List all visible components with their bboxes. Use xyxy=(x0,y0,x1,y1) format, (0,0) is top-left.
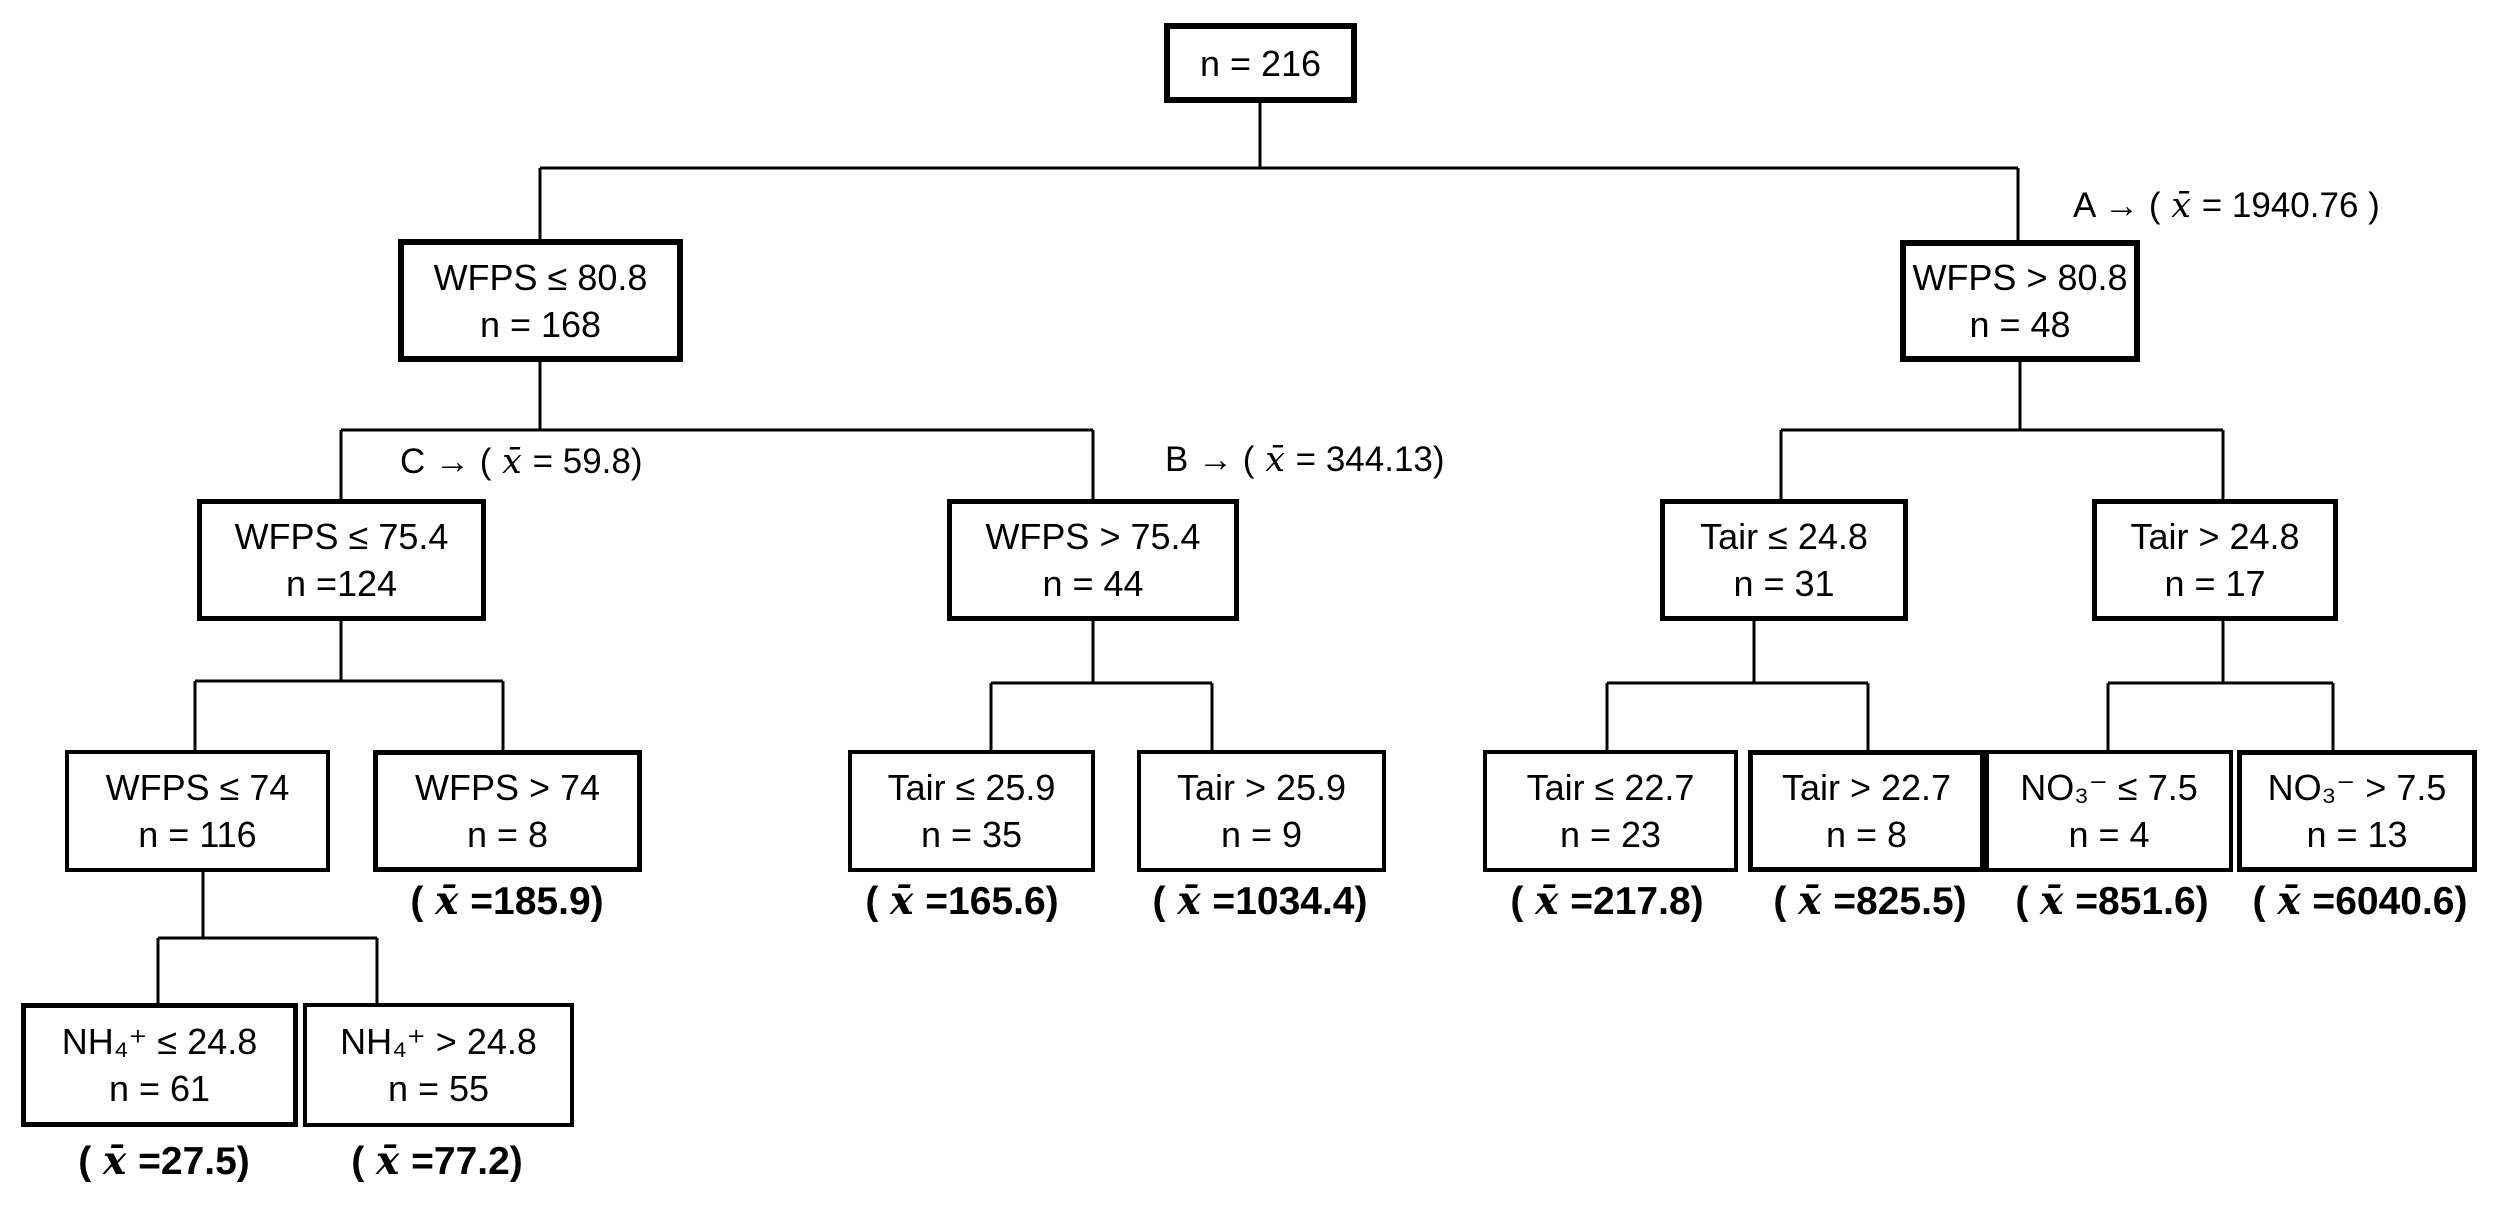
tree-node-wfps-le-75-4: WFPS ≤ 75.4 n =124 xyxy=(197,499,486,621)
mean-label-nh4-le-24-8: ( x̄ =27.5) xyxy=(78,1138,250,1184)
tree-node-nh4-gt-24-8: NH₄⁺ > 24.8 n = 55 xyxy=(303,1003,574,1127)
mean-label-tair-gt-25-9: ( x̄ =1034.4) xyxy=(1152,878,1368,924)
tree-node-tair-gt-22-7: Tair > 22.7 n = 8 xyxy=(1748,750,1985,872)
mean-label-wfps-gt-74: ( x̄ =185.9) xyxy=(410,878,604,924)
node-count-text: n = 13 xyxy=(2306,814,2408,855)
x-bar-symbol: x̄ xyxy=(502,442,522,482)
node-count-text: n = 23 xyxy=(1559,814,1662,855)
tree-node-no3-le-7-5: NO₃⁻ ≤ 7.5 n = 4 xyxy=(1985,750,2233,872)
node-condition-text: Tair ≤ 24.8 xyxy=(1700,516,1868,557)
node-condition-text: WFPS > 75.4 xyxy=(985,516,1201,557)
x-bar-symbol: x̄ xyxy=(890,878,914,924)
node-count-text: n = 8 xyxy=(1825,814,1908,855)
tree-node-tair-le-22-7: Tair ≤ 22.7 n = 23 xyxy=(1483,750,1738,872)
node-condition-text: NO₃⁻ ≤ 7.5 xyxy=(2020,767,2198,808)
tree-node-tair-le-25-9: Tair ≤ 25.9 n = 35 xyxy=(848,750,1095,872)
node-condition-text: WFPS ≤ 75.4 xyxy=(234,516,449,557)
node-count-text: n = 216 xyxy=(1199,42,1322,84)
node-count-text: n = 61 xyxy=(108,1068,211,1109)
node-condition-text: NH₄⁺ ≤ 24.8 xyxy=(61,1021,258,1062)
node-condition-text: WFPS ≤ 80.8 xyxy=(433,256,648,298)
tree-node-nh4-le-24-8: NH₄⁺ ≤ 24.8 n = 61 xyxy=(21,1003,298,1127)
tree-node-no3-gt-7-5: NO₃⁻ > 7.5 n = 13 xyxy=(2237,750,2477,872)
mean-label-nh4-gt-24-8: ( x̄ =77.2) xyxy=(351,1138,523,1184)
tree-node-tair-gt-25-9: Tair > 25.9 n = 9 xyxy=(1137,750,1386,872)
node-condition-text: NO₃⁻ > 7.5 xyxy=(2267,767,2447,808)
mean-label-tair-gt-22-7: ( x̄ =825.5) xyxy=(1773,878,1967,924)
node-count-text: n = 44 xyxy=(1042,563,1144,604)
node-count-text: n = 17 xyxy=(2164,563,2266,604)
node-condition-text: NH₄⁺ > 24.8 xyxy=(340,1021,537,1062)
tree-node-tair-gt-24-8: Tair > 24.8 n = 17 xyxy=(2092,499,2338,621)
node-condition-text: Tair > 24.8 xyxy=(2130,516,2300,557)
node-condition-text: Tair > 25.9 xyxy=(1176,767,1347,808)
tree-node-wfps-gt-74: WFPS > 74 n = 8 xyxy=(373,750,642,872)
node-count-text: n = 31 xyxy=(1733,563,1835,604)
node-condition-text: WFPS > 80.8 xyxy=(1912,257,2128,298)
annotation-branch-b: B → ( x̄ = 344.13) xyxy=(1165,440,1445,480)
node-count-text: n = 55 xyxy=(387,1068,490,1109)
node-count-text: n = 48 xyxy=(1969,304,2071,345)
node-count-text: n = 35 xyxy=(920,814,1023,855)
node-condition-text: WFPS ≤ 74 xyxy=(105,767,290,808)
node-condition-text: Tair > 22.7 xyxy=(1781,767,1952,808)
node-count-text: n =124 xyxy=(285,563,398,604)
node-count-text: n = 4 xyxy=(2068,814,2150,855)
x-bar-symbol: x̄ xyxy=(1265,440,1285,480)
tree-node-wfps-le-74: WFPS ≤ 74 n = 116 xyxy=(65,750,330,872)
tree-node-root: n = 216 xyxy=(1164,23,1357,103)
x-bar-symbol: x̄ xyxy=(376,1138,400,1184)
tree-node-tair-le-24-8: Tair ≤ 24.8 n = 31 xyxy=(1660,499,1908,621)
x-bar-symbol: x̄ xyxy=(435,878,459,924)
x-bar-symbol: x̄ xyxy=(1535,878,1559,924)
tree-node-wfps-le-80-8: WFPS ≤ 80.8 n = 168 xyxy=(398,239,683,362)
tree-node-wfps-gt-80-8: WFPS > 80.8 n = 48 xyxy=(1900,240,2140,362)
mean-label-tair-le-22-7: ( x̄ =217.8) xyxy=(1510,878,1704,924)
annotation-branch-a: A → ( x̄ = 1940.76 ) xyxy=(2073,186,2380,226)
mean-label-no3-le-7-5: ( x̄ =851.6) xyxy=(2015,878,2209,924)
node-condition-text: Tair ≤ 22.7 xyxy=(1526,767,1695,808)
x-bar-symbol: x̄ xyxy=(1798,878,1822,924)
x-bar-symbol: x̄ xyxy=(1177,878,1201,924)
node-count-text: n = 8 xyxy=(466,814,549,855)
x-bar-symbol: x̄ xyxy=(2040,878,2064,924)
node-count-text: n = 116 xyxy=(138,814,257,855)
node-condition-text: WFPS > 74 xyxy=(414,767,601,808)
node-condition-text: Tair ≤ 25.9 xyxy=(887,767,1056,808)
mean-label-no3-gt-7-5: ( x̄ =6040.6) xyxy=(2252,878,2468,924)
tree-node-wfps-gt-75-4: WFPS > 75.4 n = 44 xyxy=(947,499,1239,621)
mean-label-tair-le-25-9: ( x̄ =165.6) xyxy=(865,878,1059,924)
x-bar-symbol: x̄ xyxy=(2171,186,2191,226)
node-count-text: n = 168 xyxy=(479,303,602,345)
annotation-branch-c: C → ( x̄ = 59.8) xyxy=(400,442,643,482)
node-count-text: n = 9 xyxy=(1220,814,1303,855)
x-bar-symbol: x̄ xyxy=(2277,878,2301,924)
x-bar-symbol: x̄ xyxy=(103,1138,127,1184)
